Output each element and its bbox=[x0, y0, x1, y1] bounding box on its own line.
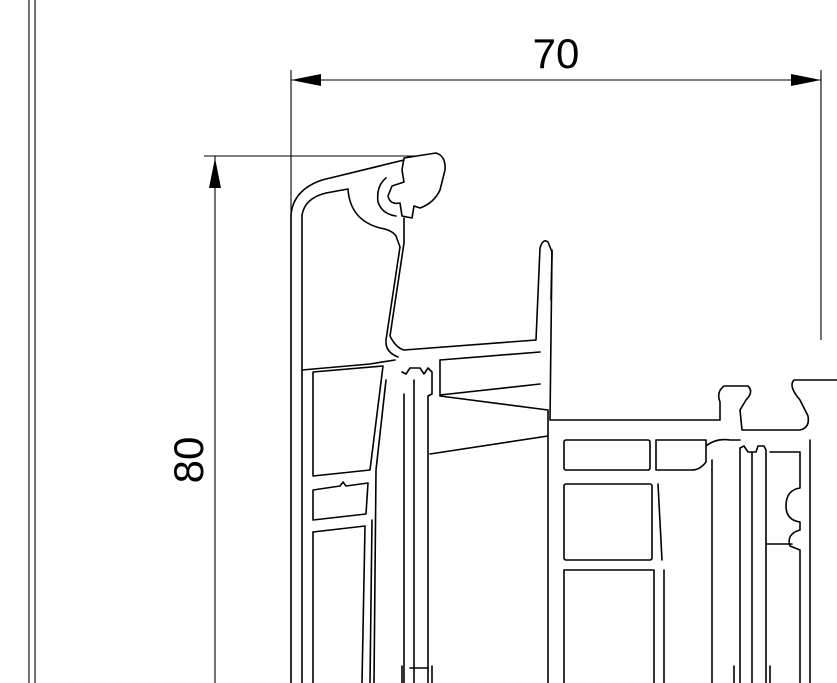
arrow-right-icon bbox=[791, 74, 821, 86]
sash-chambers bbox=[563, 438, 741, 683]
reinforcement-channel bbox=[373, 367, 433, 683]
width-dimension-label: 70 bbox=[533, 30, 580, 77]
right-channel bbox=[733, 439, 811, 683]
frame-profile bbox=[290, 159, 837, 683]
height-dimension-label: 80 bbox=[165, 437, 212, 484]
gasket-seal bbox=[376, 152, 446, 219]
middle-diagonal-chamber bbox=[429, 395, 549, 683]
left-border-lines bbox=[28, 0, 36, 683]
arrow-left-icon bbox=[291, 74, 321, 86]
height-dimension: 80 bbox=[165, 155, 418, 683]
left-chambers bbox=[312, 365, 384, 683]
arrow-up-icon bbox=[209, 158, 221, 188]
